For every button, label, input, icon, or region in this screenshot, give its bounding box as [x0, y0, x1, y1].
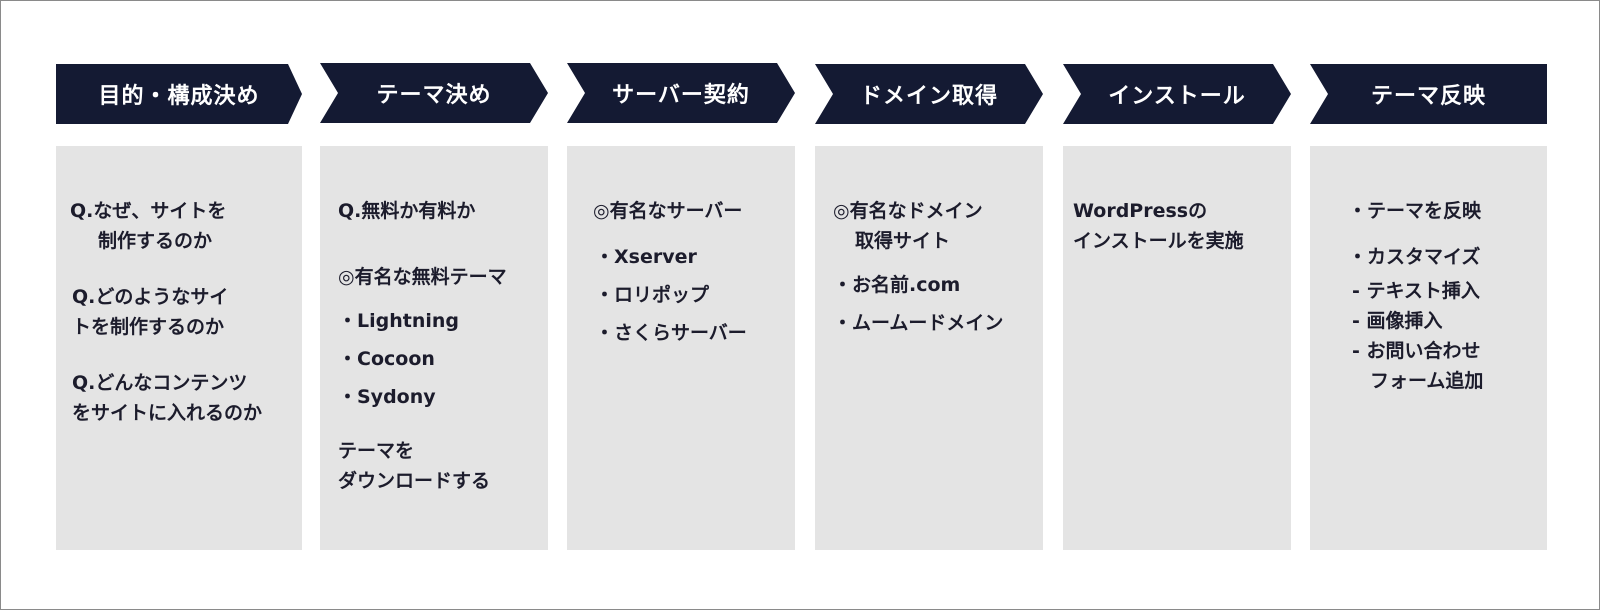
step-label: テーマ反映: [1370, 84, 1486, 109]
panel-text: ・テーマを反映: [1348, 200, 1482, 222]
panel-purpose-structure: Q.なぜ、サイトを 制作するのか Q.どのようなサイ トを制作するのか Q.どん…: [56, 146, 302, 550]
panel-install: WordPressの インストールを実施: [1063, 146, 1291, 550]
step-purpose-structure: 目的・構成決め: [56, 64, 302, 124]
panel-text: ダウンロードする: [338, 470, 491, 492]
panel-text: - テキスト挿入: [1352, 280, 1480, 302]
step-theme-apply: テーマ反映: [1310, 64, 1547, 124]
panel-theme-choice: Q.無料か有料か ◎有名な無料テーマ ・Lightning ・Cocoon ・S…: [320, 146, 548, 550]
panel-text: Q.なぜ、サイトを: [70, 200, 227, 222]
panel-text: 取得サイト: [855, 230, 951, 252]
step-theme-choice: テーマ決め: [320, 63, 548, 123]
step-domain-acquisition: ドメイン取得: [815, 64, 1043, 124]
step-label: ドメイン取得: [859, 84, 998, 109]
panel-text: ・Cocoon: [338, 348, 435, 370]
panel-text: ・Xserver: [595, 246, 697, 268]
panel-text: ・さくらサーバー: [595, 322, 747, 344]
panel-text: 制作するのか: [98, 230, 213, 252]
panel-text: をサイトに入れるのか: [72, 402, 263, 424]
step-install: インストール: [1063, 64, 1291, 124]
panel-text: - 画像挿入: [1352, 310, 1443, 332]
panel-text: ・Sydony: [338, 386, 436, 408]
panel-text: ◎有名なドメイン: [833, 200, 983, 222]
panel-text: テーマを: [338, 440, 415, 462]
panel-text: ・Lightning: [338, 310, 459, 332]
step-label: 目的・構成決め: [98, 84, 260, 109]
panel-text: WordPressの: [1073, 200, 1208, 222]
step-label: テーマ決め: [376, 83, 492, 108]
panel-text: Q.どのようなサイ: [72, 286, 229, 308]
panel-text: ・お名前.com: [833, 274, 961, 296]
panel-theme-apply: ・テーマを反映 ・カスタマイズ - テキスト挿入 - 画像挿入 - お問い合わせ…: [1310, 146, 1547, 550]
panel-text: ・カスタマイズ: [1348, 246, 1481, 268]
panel-text: Q.無料か有料か: [338, 200, 476, 222]
panel-text: ◎有名な無料テーマ: [338, 266, 507, 288]
panel-text: - お問い合わせ: [1352, 340, 1481, 362]
panel-text: ・ムームードメイン: [833, 312, 1004, 334]
panel-text: インストールを実施: [1073, 230, 1244, 252]
panel-text: フォーム追加: [1370, 370, 1484, 392]
panel-text: トを制作するのか: [72, 316, 225, 338]
panel-text: ・ロリポップ: [595, 284, 710, 306]
panel-server-contract: ◎有名なサーバー ・Xserver ・ロリポップ ・さくらサーバー: [567, 146, 795, 550]
panel-text: Q.どんなコンテンツ: [72, 372, 248, 394]
step-label: インストール: [1108, 84, 1246, 109]
panel-domain-acquisition: ◎有名なドメイン 取得サイト ・お名前.com ・ムームードメイン: [815, 146, 1043, 550]
step-server-contract: サーバー契約: [567, 63, 795, 123]
panel-text: ◎有名なサーバー: [593, 200, 743, 222]
step-label: サーバー契約: [612, 83, 750, 108]
